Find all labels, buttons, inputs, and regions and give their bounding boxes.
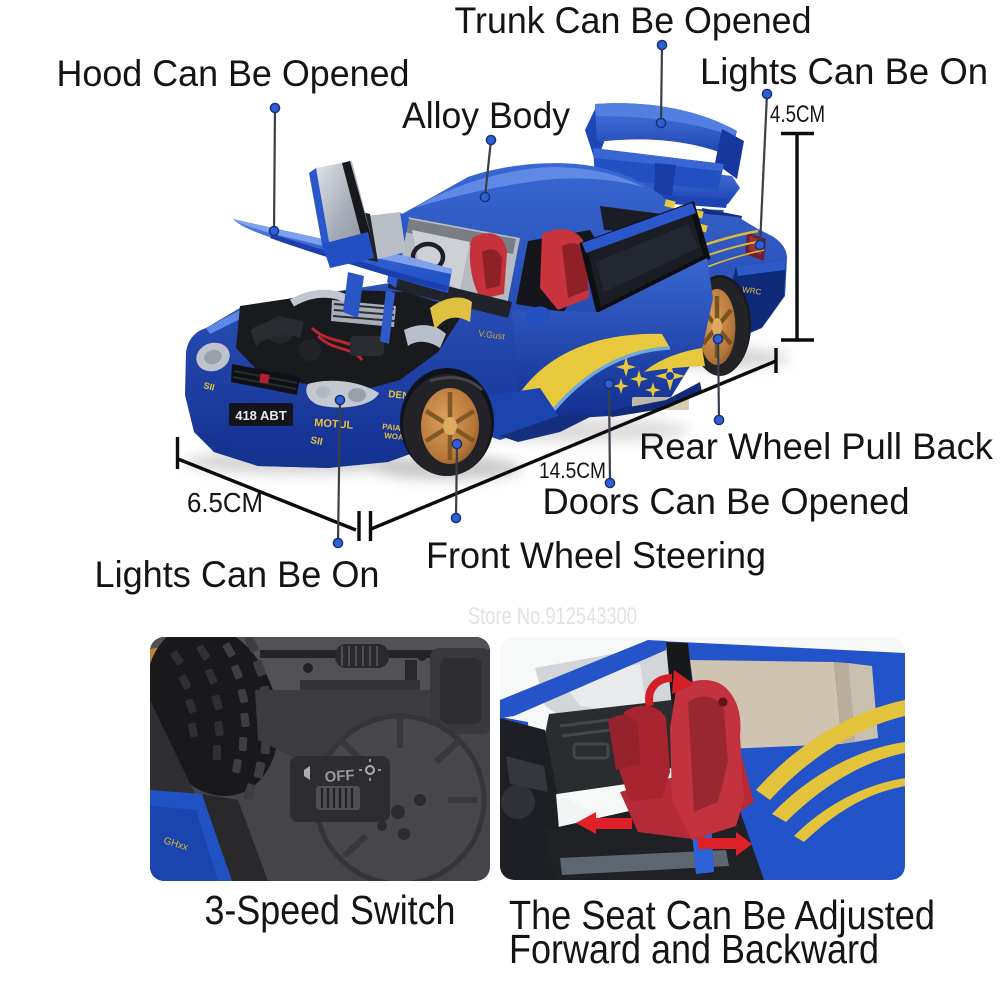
svg-text:Doors Can Be Opened: Doors Can Be Opened — [543, 481, 910, 522]
svg-text:Alloy Body: Alloy Body — [402, 95, 570, 136]
svg-text:6.5CM: 6.5CM — [187, 487, 263, 518]
svg-text:418 ABT: 418 ABT — [235, 408, 287, 423]
svg-text:PAIA: PAIA — [382, 422, 402, 433]
svg-text:4.5CM: 4.5CM — [770, 101, 825, 128]
svg-text:Lights Can Be On: Lights Can Be On — [700, 51, 988, 92]
svg-text:WOAR: WOAR — [384, 431, 410, 443]
svg-text:MOTUL: MOTUL — [314, 417, 354, 432]
svg-text:SII: SII — [309, 435, 323, 448]
svg-text:The Seat Can Be Adjusted: The Seat Can Be Adjusted — [509, 892, 935, 938]
svg-text:Rear Wheel Pull Back: Rear Wheel Pull Back — [639, 426, 993, 467]
svg-text:Hood Can Be Opened: Hood Can Be Opened — [57, 53, 410, 94]
svg-text:SII: SII — [203, 380, 216, 392]
svg-text:V.Gust: V.Gust — [478, 328, 506, 342]
svg-text:Forward and Backward: Forward and Backward — [509, 926, 879, 972]
svg-text:WRC: WRC — [742, 285, 762, 297]
svg-text:3-Speed Switch: 3-Speed Switch — [205, 887, 456, 933]
svg-text:Front Wheel Steering: Front Wheel Steering — [426, 535, 766, 576]
svg-text:Store No.912543300: Store No.912543300 — [468, 603, 637, 630]
svg-text:Trunk Can Be Opened: Trunk Can Be Opened — [455, 0, 812, 41]
svg-text:OFF: OFF — [324, 767, 355, 786]
svg-text:Lights Can Be On: Lights Can Be On — [95, 554, 380, 595]
svg-text:14.5CM: 14.5CM — [539, 458, 606, 483]
